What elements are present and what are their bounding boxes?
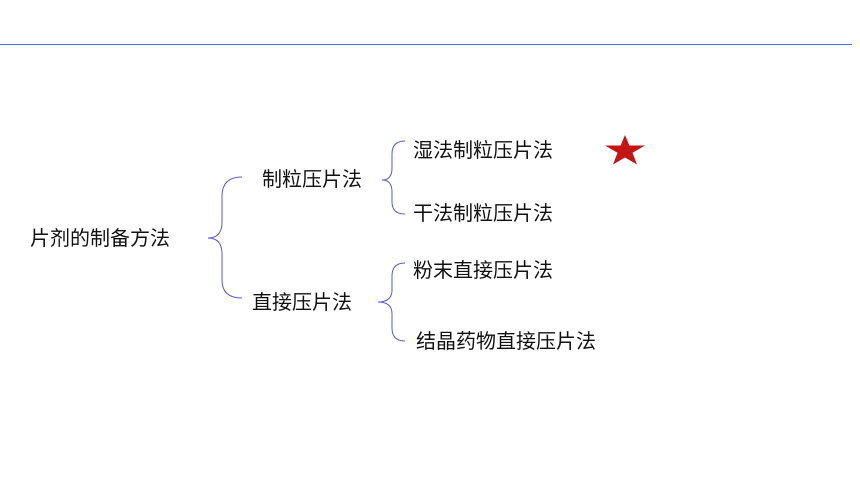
branch-1-brace [381, 140, 406, 215]
root-node: 片剂的制备方法 [30, 226, 170, 250]
star-icon [605, 135, 645, 165]
branch-2-brace [377, 262, 406, 342]
leaf-node-crystal-direct: 结晶药物直接压片法 [416, 329, 596, 353]
header-divider [0, 44, 852, 45]
leaf-node-powder-direct: 粉末直接压片法 [413, 258, 553, 282]
leaf-node-dry-granulation: 干法制粒压片法 [413, 201, 553, 225]
branch-node-granulation: 制粒压片法 [262, 167, 362, 191]
root-brace [207, 176, 243, 299]
branch-node-direct: 直接压片法 [252, 290, 352, 314]
leaf-node-wet-granulation: 湿法制粒压片法 [413, 138, 553, 162]
